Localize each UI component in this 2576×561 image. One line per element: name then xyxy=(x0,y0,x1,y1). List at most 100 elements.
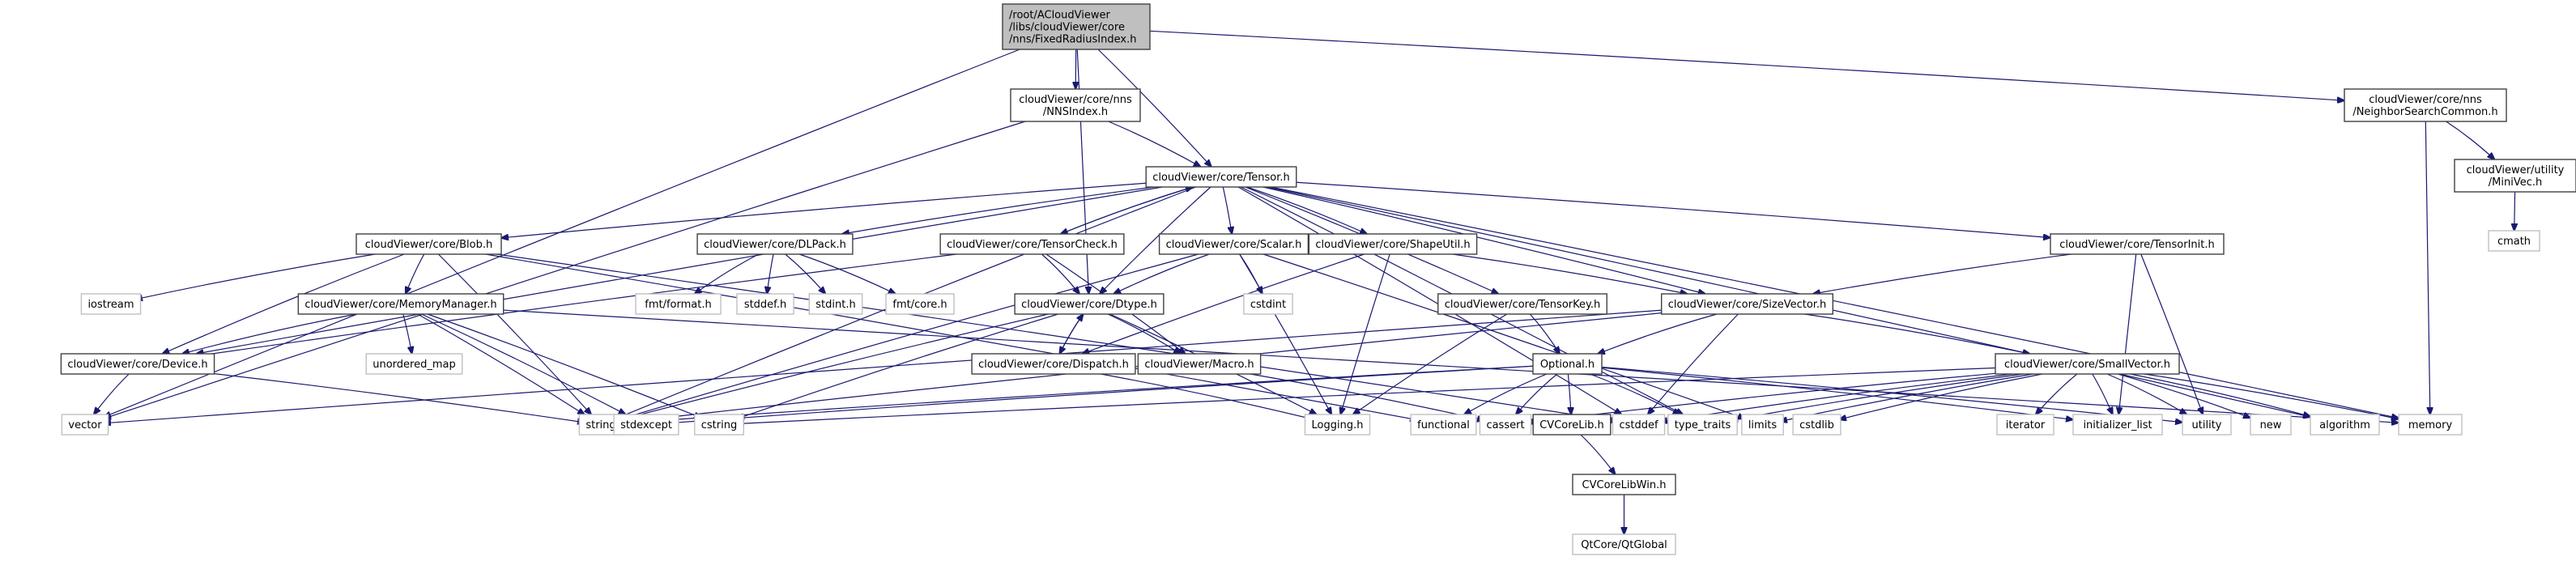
node-box-cstddef xyxy=(1612,414,1666,436)
edge-blob-to-iostream xyxy=(135,253,376,300)
node-box-tensor xyxy=(1145,166,1297,188)
edge-root-to-vector xyxy=(104,49,1020,417)
node-box-qtglobal xyxy=(1572,533,1676,555)
node-dtype[interactable]: cloudViewer/core/Dtype.h xyxy=(1014,293,1165,315)
node-cvcorelibwin[interactable]: CVCoreLibWin.h xyxy=(1572,474,1676,495)
edge-root-to-tensor xyxy=(1097,49,1211,167)
node-box-iostream xyxy=(80,293,142,315)
node-label-minivec: /MiniVec.h xyxy=(2489,176,2542,189)
node-nnsindex[interactable]: cloudViewer/core/nns/NNSIndex.h xyxy=(1010,88,1141,122)
edge-tensorinit-to-initializer_list xyxy=(2118,253,2137,414)
edge-smallvector-to-algorithm xyxy=(2130,373,2311,417)
node-smallvector[interactable]: cloudViewer/core/SmallVector.h xyxy=(1995,353,2180,375)
node-label-root: /root/ACloudViewer xyxy=(1009,10,1110,22)
node-limits: limits xyxy=(1741,414,1784,436)
node-fmtformat: fmt/format.h xyxy=(635,293,722,315)
node-label-dlpack: cloudViewer/core/DLPack.h xyxy=(704,239,846,251)
node-box-unordered_map xyxy=(365,353,463,375)
node-label-memory: memory xyxy=(2408,419,2453,431)
edge-smallvector-to-utility xyxy=(2106,373,2186,414)
node-label-macro: cloudViewer/Macro.h xyxy=(1144,359,1254,371)
edge-tensor-to-blob xyxy=(501,181,1155,238)
edge-blob-to-device xyxy=(162,253,405,354)
edge-optional-to-cassert xyxy=(1516,373,1558,414)
edge-optional-to-initializer_list xyxy=(1601,367,2073,419)
node-tensor[interactable]: cloudViewer/core/Tensor.h xyxy=(1145,166,1297,188)
edge-dtype-to-cstring xyxy=(737,313,1058,419)
node-optional[interactable]: Optional.h xyxy=(1532,353,1603,375)
node-label-tensorinit: cloudViewer/core/TensorInit.h xyxy=(2059,239,2215,251)
node-dlpack[interactable]: cloudViewer/core/DLPack.h xyxy=(696,233,854,255)
node-memmgr[interactable]: cloudViewer/core/MemoryManager.h xyxy=(297,293,505,315)
node-initializer_list: initializer_list xyxy=(2072,414,2163,436)
node-label-nnsindex: cloudViewer/core/nns xyxy=(1019,94,1132,106)
edge-shapeutil-to-logging xyxy=(1340,253,1390,414)
edge-memmgr-to-string xyxy=(417,313,585,414)
edge-tensor-to-dtype xyxy=(1100,186,1211,294)
node-label-fmtformat: fmt/format.h xyxy=(645,299,711,311)
node-device[interactable]: cloudViewer/core/Device.h xyxy=(60,353,215,375)
node-box-vector xyxy=(61,414,109,436)
node-label-tensorkey: cloudViewer/core/TensorKey.h xyxy=(1445,299,1600,311)
node-memory: memory xyxy=(2398,414,2463,436)
node-cstdlib: cstdlib xyxy=(1792,414,1842,436)
node-box-optional xyxy=(1532,353,1603,375)
node-label-functional: functional xyxy=(1417,419,1470,431)
node-box-functional xyxy=(1410,414,1477,436)
edge-tensor-to-device xyxy=(196,186,1163,354)
node-label-tensorcheck: cloudViewer/core/TensorCheck.h xyxy=(947,239,1118,251)
node-box-minivec xyxy=(2454,159,2576,193)
node-label-iterator: iterator xyxy=(2006,419,2046,431)
node-root[interactable]: /root/ACloudViewer/libs/cloudViewer/core… xyxy=(1002,3,1151,50)
node-box-cstring xyxy=(694,414,744,436)
node-label-qtglobal: QtCore/QtGlobal xyxy=(1581,539,1667,551)
node-box-dispatch xyxy=(971,353,1136,375)
edge-root-to-nnsindex xyxy=(1075,49,1076,89)
node-shapeutil[interactable]: cloudViewer/core/ShapeUtil.h xyxy=(1308,233,1478,255)
node-tensorkey[interactable]: cloudViewer/core/TensorKey.h xyxy=(1437,293,1607,315)
edge-blob-to-memmgr xyxy=(406,253,425,294)
node-label-initializer_list: initializer_list xyxy=(2083,419,2152,431)
node-label-sizevector: cloudViewer/core/SizeVector.h xyxy=(1668,299,1827,311)
node-box-macro xyxy=(1137,353,1262,375)
node-label-minivec: cloudViewer/utility xyxy=(2467,164,2565,176)
node-vector: vector xyxy=(61,414,109,436)
node-minivec[interactable]: cloudViewer/utility/MiniVec.h xyxy=(2454,159,2576,193)
edge-memmgr-to-unordered_map xyxy=(402,313,412,354)
node-blob[interactable]: cloudViewer/core/Blob.h xyxy=(356,233,502,255)
edge-optional-to-type_traits xyxy=(1590,373,1680,414)
edge-shapeutil-to-sizevector xyxy=(1452,253,1688,294)
node-sizevector[interactable]: cloudViewer/core/SizeVector.h xyxy=(1660,293,1834,315)
node-box-nscommon xyxy=(2344,88,2507,122)
node-scalar[interactable]: cloudViewer/core/Scalar.h xyxy=(1158,233,1309,255)
node-cvcorelib[interactable]: CVCoreLib.h xyxy=(1532,414,1612,436)
edge-tensorinit-to-utility xyxy=(2140,253,2203,414)
edge-dlpack-to-fmtcore xyxy=(799,253,896,294)
node-label-new: new xyxy=(2260,419,2282,431)
node-label-dispatch: cloudViewer/core/Dispatch.h xyxy=(978,359,1129,371)
node-tensorinit[interactable]: cloudViewer/core/TensorInit.h xyxy=(2050,233,2225,255)
node-label-cstddef: cstddef xyxy=(1619,419,1658,431)
node-macro[interactable]: cloudViewer/Macro.h xyxy=(1137,353,1262,375)
edge-tensorcheck-to-dtype xyxy=(1041,253,1079,294)
node-label-unordered_map: unordered_map xyxy=(373,359,456,371)
node-label-tensor: cloudViewer/core/Tensor.h xyxy=(1152,172,1290,184)
node-nscommon[interactable]: cloudViewer/core/nns/NeighborSearchCommo… xyxy=(2344,88,2507,122)
node-label-cstdint: cstdint xyxy=(1250,299,1286,311)
edge-tensorcheck-to-device xyxy=(197,253,957,356)
edge-scalar-to-string xyxy=(617,253,1199,420)
node-dispatch[interactable]: cloudViewer/core/Dispatch.h xyxy=(971,353,1136,375)
edge-tensor-to-tensorinit xyxy=(1288,181,2050,238)
node-box-dtype xyxy=(1014,293,1165,315)
node-tensorcheck[interactable]: cloudViewer/core/TensorCheck.h xyxy=(939,233,1125,255)
edge-dispatch-to-logging xyxy=(1101,373,1315,420)
edge-nnsindex-to-tensor xyxy=(1108,121,1201,167)
node-cstring: cstring xyxy=(694,414,744,436)
node-box-stddef xyxy=(736,293,794,315)
edge-optional-to-cvcorelib xyxy=(1568,373,1571,414)
node-label-optional: Optional.h xyxy=(1540,359,1595,371)
node-cstddef: cstddef xyxy=(1612,414,1666,436)
edge-dtype-to-macro xyxy=(1107,313,1181,354)
node-box-memory xyxy=(2398,414,2463,436)
node-label-nnsindex: /NNSIndex.h xyxy=(1043,106,1108,118)
